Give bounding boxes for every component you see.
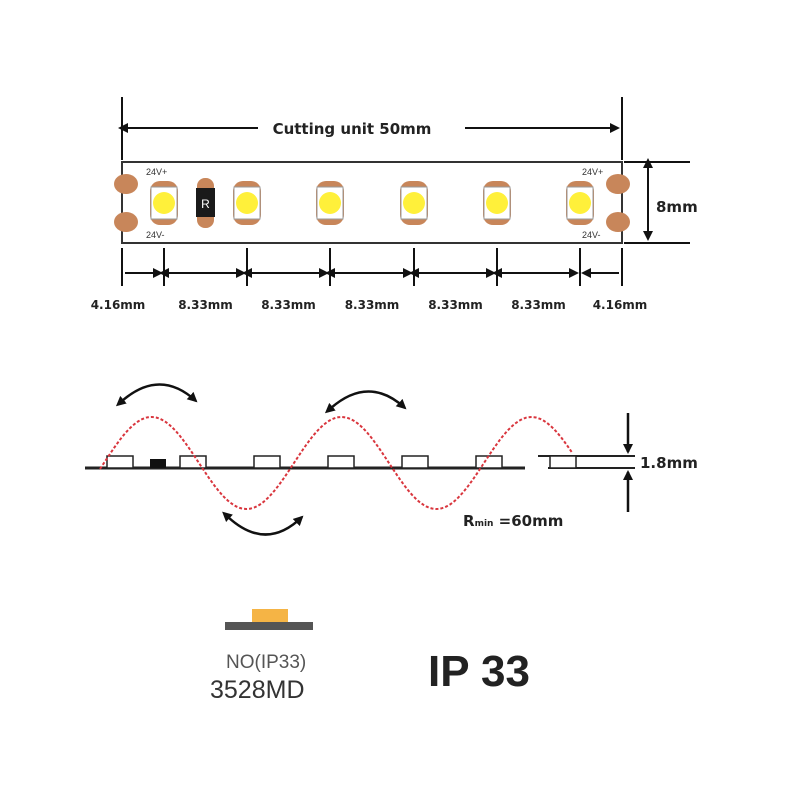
model-label: 3528MD xyxy=(210,676,305,704)
spacing-label: 4.16mm xyxy=(91,298,146,312)
svg-text:R: R xyxy=(201,197,210,211)
led-chip xyxy=(316,181,344,225)
cutting-unit-dimension xyxy=(118,97,623,160)
spacing-label: 8.33mm xyxy=(261,298,316,312)
cutting-unit-label: Cutting unit 50mm xyxy=(273,120,432,138)
led-side-view xyxy=(475,455,503,469)
led-side-view xyxy=(253,455,281,469)
led-side-view xyxy=(106,455,134,469)
bend-diagram xyxy=(85,383,635,536)
ip-rating: IP 33 xyxy=(428,647,530,696)
spacing-label: 4.16mm xyxy=(593,298,648,312)
spacing-label: 8.33mm xyxy=(345,298,400,312)
led-side-view xyxy=(327,455,355,469)
pad-minus-left: 24V- xyxy=(146,230,165,240)
spacing-label: 8.33mm xyxy=(511,298,566,312)
led-side-view xyxy=(549,455,577,469)
spacing-label: 8.33mm xyxy=(178,298,233,312)
width-label: 8mm xyxy=(656,198,698,216)
spacing-label: 8.33mm xyxy=(428,298,483,312)
width-dimension xyxy=(624,158,690,244)
resistor: R xyxy=(196,178,215,228)
pad-minus-right: 24V- xyxy=(582,230,601,240)
pad-plus-left: 24V+ xyxy=(146,167,167,177)
pad-plus-right: 24V+ xyxy=(582,167,603,177)
height-label: 1.8mm xyxy=(640,454,698,472)
led-chip xyxy=(483,181,511,225)
pcb-base-icon xyxy=(225,622,313,630)
chip-icon xyxy=(252,609,288,622)
led-chip xyxy=(400,181,428,225)
led-side-view xyxy=(401,455,429,469)
min-radius-label: Rmin =60mm xyxy=(463,512,563,530)
protection-label: NO(IP33) xyxy=(226,652,306,673)
led-chip xyxy=(566,181,594,225)
led-chip xyxy=(150,181,178,225)
led-chip xyxy=(233,181,261,225)
led-side-view xyxy=(179,455,207,469)
solder-pads xyxy=(114,174,630,232)
